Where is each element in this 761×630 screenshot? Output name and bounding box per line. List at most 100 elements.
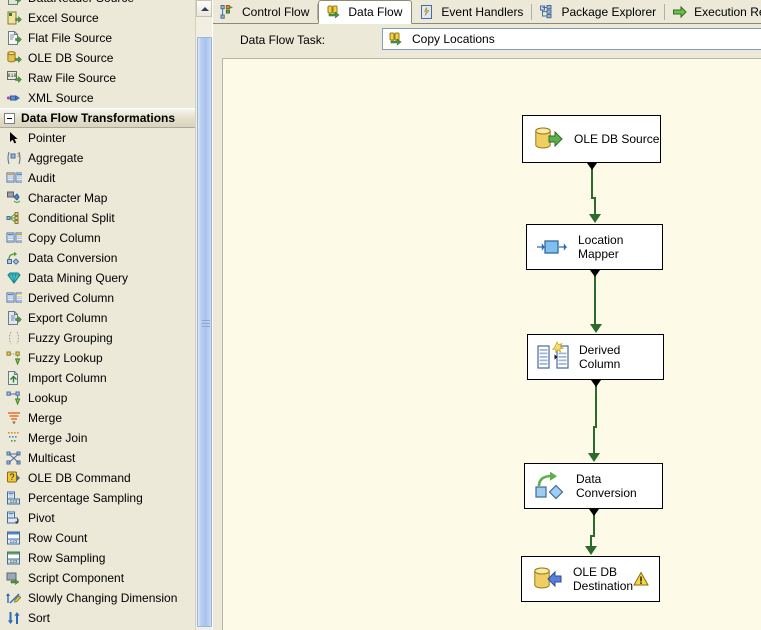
- toolbox-item-label: Conditional Split: [28, 211, 115, 225]
- scrollbar-thumb[interactable]: [197, 37, 212, 627]
- toolbox-item-export-column[interactable]: Export Column: [0, 308, 195, 328]
- toolbox-item-audit[interactable]: Audit: [0, 168, 195, 188]
- execution-results-icon: [672, 4, 688, 20]
- toolbox-item-script-component[interactable]: Script Component: [0, 568, 195, 588]
- ole-db-command-icon: ?: [6, 470, 22, 486]
- toolbox-group-header-label: Data Flow Transformations: [21, 111, 176, 125]
- toolbox-item-data-conversion[interactable]: Data Conversion: [0, 248, 195, 268]
- toolbox-group-header-data-flow-transformations[interactable]: Data Flow Transformations: [0, 108, 195, 128]
- collapse-minus-icon[interactable]: [4, 112, 15, 124]
- aggregate-icon: Σ: [6, 150, 22, 166]
- toolbox-item-excel-source[interactable]: Excel Source: [0, 8, 195, 28]
- toolbox-item-fuzzy-lookup[interactable]: Fuzzy Lookup: [0, 348, 195, 368]
- node-ole-db-destination[interactable]: OLE DB Destination: [521, 556, 660, 602]
- tab-control-flow[interactable]: Control Flow: [213, 1, 319, 23]
- toolbox-item-datareader-source[interactable]: DataReader Source: [0, 0, 195, 8]
- datareader-source-icon: [6, 0, 22, 6]
- designer-tabstrip[interactable]: Control Flow Data Flow Event Handlers Pa…: [213, 0, 761, 24]
- tab-label: Event Handlers: [441, 5, 524, 19]
- import-column-icon: [6, 370, 22, 386]
- toolbox-item-character-map[interactable]: Character Map: [0, 188, 195, 208]
- toolbox-item-label: Merge Join: [28, 431, 88, 445]
- warning-triangle-icon[interactable]: [633, 571, 649, 587]
- node-data-conversion[interactable]: Data Conversion: [524, 463, 663, 509]
- fuzzy-lookup-icon: [6, 350, 22, 366]
- data-flow-task-label: Data Flow Task:: [240, 33, 326, 47]
- toolbox-item-pointer[interactable]: Pointer: [0, 128, 195, 148]
- toolbox-item-row-count[interactable]: 123 Row Count: [0, 528, 195, 548]
- toolbox-item-sort[interactable]: Sort: [0, 608, 195, 628]
- toolbox-item-label: Raw File Source: [28, 71, 117, 85]
- data-flow-task-combo[interactable]: Copy Locations: [382, 28, 761, 50]
- toolbox-item-slowly-changing-dimension[interactable]: Slowly Changing Dimension: [0, 588, 195, 608]
- node-label: Data Conversion: [576, 472, 637, 500]
- row-sampling-icon: 123: [6, 550, 22, 566]
- toolbox-item-label: Sort: [28, 611, 51, 625]
- toolbox-item-merge[interactable]: Merge: [0, 408, 195, 428]
- tab-data-flow[interactable]: Data Flow: [318, 0, 413, 24]
- derived-column-icon: [6, 290, 22, 306]
- node-label: OLE DB Destination: [573, 565, 634, 593]
- toolbox-item-label: Fuzzy Lookup: [28, 351, 103, 365]
- toolbox-item-xml-source[interactable]: XML Source: [0, 88, 195, 108]
- node-location-mapper[interactable]: Location Mapper: [526, 224, 663, 270]
- pointer-icon: [6, 130, 22, 146]
- toolbox-panel[interactable]: DataReader Source Excel Source Flat File…: [0, 0, 195, 630]
- toolbox-item-ole-db-command[interactable]: ? OLE DB Command: [0, 468, 195, 488]
- toolbox-scrollbar[interactable]: [195, 0, 212, 630]
- node-label: OLE DB Source: [574, 132, 660, 146]
- package-explorer-icon: [539, 4, 555, 20]
- ole-db-destination-node-icon: [531, 563, 563, 595]
- toolbox-item-label: Row Count: [28, 531, 88, 545]
- data-conversion-node-icon: [534, 470, 566, 502]
- toolbox-item-row-sampling[interactable]: 123 Row Sampling: [0, 548, 195, 568]
- toolbox-item-lookup[interactable]: Lookup: [0, 388, 195, 408]
- raw-file-source-icon: 818: [6, 70, 22, 86]
- svg-text:?: ?: [9, 472, 14, 482]
- tab-event-handlers[interactable]: Event Handlers: [412, 1, 533, 23]
- toolbox-item-pivot[interactable]: Pivot: [0, 508, 195, 528]
- toolbox-item-derived-column[interactable]: Derived Column: [0, 288, 195, 308]
- flat-file-source-icon: [6, 30, 22, 46]
- toolbox-item-copy-column[interactable]: Copy Column: [0, 228, 195, 248]
- toolbox-item-merge-join[interactable]: Merge Join: [0, 428, 195, 448]
- toolbox-item-aggregate[interactable]: Σ Aggregate: [0, 148, 195, 168]
- audit-icon: [6, 170, 22, 186]
- scrollbar-up-button[interactable]: [196, 0, 212, 17]
- data-flow-task-bar: Data Flow Task: Copy Locations: [213, 25, 761, 58]
- node-label: Derived Column: [579, 343, 621, 371]
- svg-text:Σ: Σ: [17, 153, 20, 159]
- toolbox-item-label: Script Component: [28, 571, 125, 585]
- toolbox-item-fuzzy-grouping[interactable]: Fuzzy Grouping: [0, 328, 195, 348]
- toolbox-item-raw-file-source[interactable]: 818 Raw File Source: [0, 68, 195, 88]
- tab-execution-results[interactable]: Execution Results: [665, 1, 761, 23]
- toolbox-item-import-column[interactable]: Import Column: [0, 368, 195, 388]
- toolbox-item-flat-file-source[interactable]: Flat File Source: [0, 28, 195, 48]
- toolbox-item-label: Pivot: [28, 511, 55, 525]
- export-column-icon: [6, 310, 22, 326]
- conditional-split-icon: [6, 210, 22, 226]
- xml-source-icon: [6, 90, 22, 106]
- toolbox-item-label: Flat File Source: [28, 31, 113, 45]
- node-derived-column[interactable]: Derived Column: [527, 334, 664, 380]
- data-flow-canvas[interactable]: OLE DB Source Location Mapper Derived C: [222, 58, 761, 630]
- character-map-icon: [6, 190, 22, 206]
- toolbox-item-label: XML Source: [28, 91, 94, 105]
- connector-arrow-icon: [588, 214, 601, 223]
- control-flow-icon: [220, 4, 236, 20]
- toolbox-item-ole-db-source[interactable]: OLE DB Source: [0, 48, 195, 68]
- toolbox-item-multicast[interactable]: Multicast: [0, 448, 195, 468]
- toolbox-item-conditional-split[interactable]: Conditional Split: [0, 208, 195, 228]
- toolbox-item-percentage-sampling[interactable]: 123 Percentage Sampling: [0, 488, 195, 508]
- merge-join-icon: [6, 430, 22, 446]
- toolbox-item-label: Derived Column: [28, 291, 115, 305]
- toolbox-item-label: OLE DB Command: [28, 471, 131, 485]
- toolbox-item-label: Audit: [28, 171, 56, 185]
- tab-package-explorer[interactable]: Package Explorer: [532, 1, 665, 23]
- scroll-up-arrow-icon: [201, 7, 209, 11]
- node-ole-db-source[interactable]: OLE DB Source: [522, 115, 661, 163]
- fuzzy-grouping-icon: [6, 330, 22, 346]
- designer-panel: Control Flow Data Flow Event Handlers Pa…: [213, 0, 761, 630]
- toolbox-item-data-mining-query[interactable]: Data Mining Query: [0, 268, 195, 288]
